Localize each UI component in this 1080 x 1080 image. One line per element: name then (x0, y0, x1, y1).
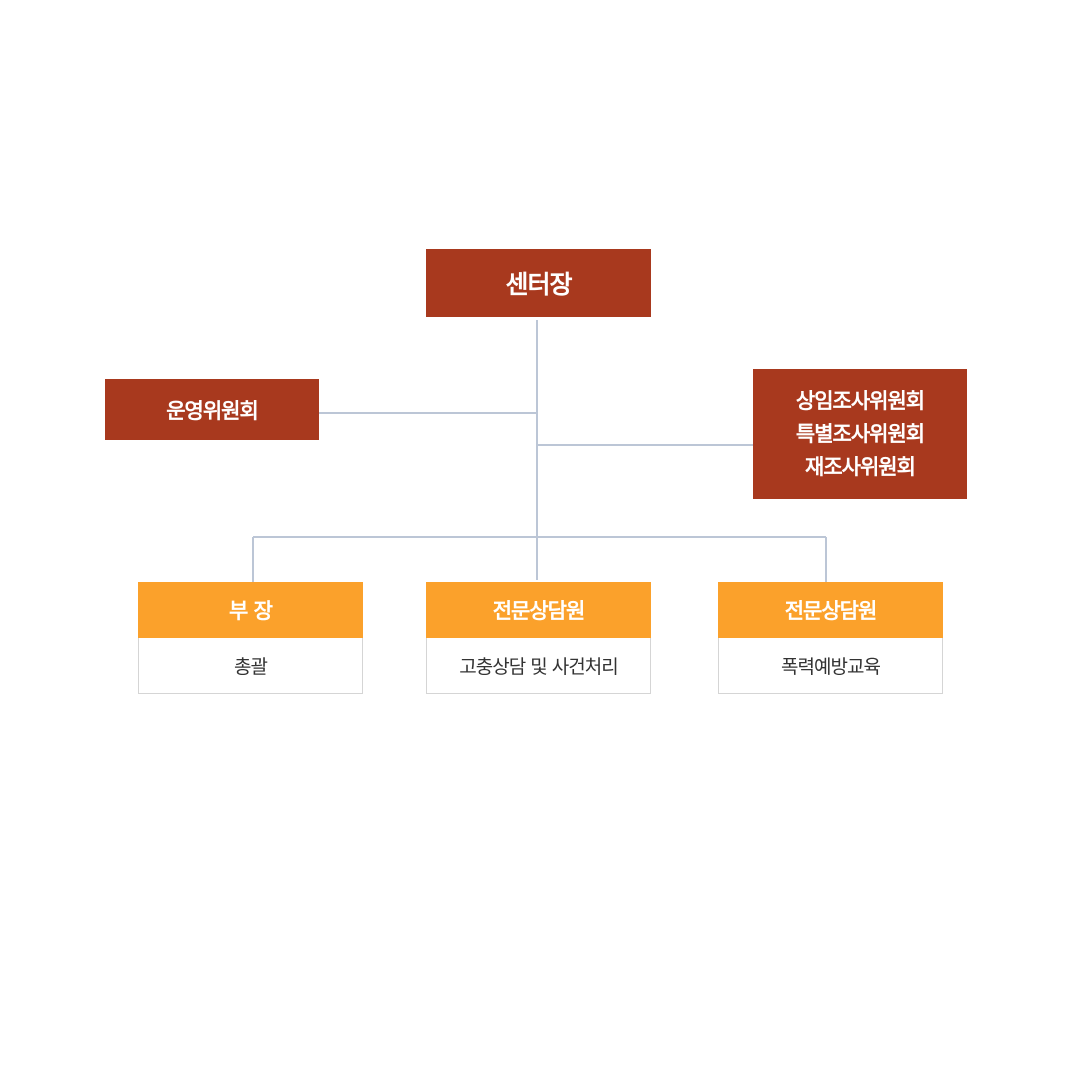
center-director-box: 센터장 (426, 249, 651, 317)
special-investigation-committee-label: 특별조사위원회 (795, 421, 925, 446)
role-duty: 폭력예방교육 (718, 638, 943, 694)
investigation-committees-box: 상임조사위원회 특별조사위원회 재조사위원회 (753, 369, 967, 499)
reinvestigation-committee-label: 재조사위원회 (805, 454, 916, 479)
operating-committee-label: 운영위원회 (166, 398, 259, 423)
role-card-counselor-prevention: 전문상담원 폭력예방교육 (718, 582, 943, 694)
role-duty: 고충상담 및 사건처리 (426, 638, 651, 694)
role-duty: 총괄 (138, 638, 363, 694)
operating-committee-box: 운영위원회 (105, 379, 319, 440)
center-director-label: 센터장 (505, 270, 572, 299)
role-title: 부 장 (138, 582, 363, 638)
standing-investigation-committee-label: 상임조사위원회 (795, 388, 925, 413)
role-title: 전문상담원 (718, 582, 943, 638)
role-title: 전문상담원 (426, 582, 651, 638)
role-card-counselor-grievance: 전문상담원 고충상담 및 사건처리 (426, 582, 651, 694)
role-card-manager: 부 장 총괄 (138, 582, 363, 694)
